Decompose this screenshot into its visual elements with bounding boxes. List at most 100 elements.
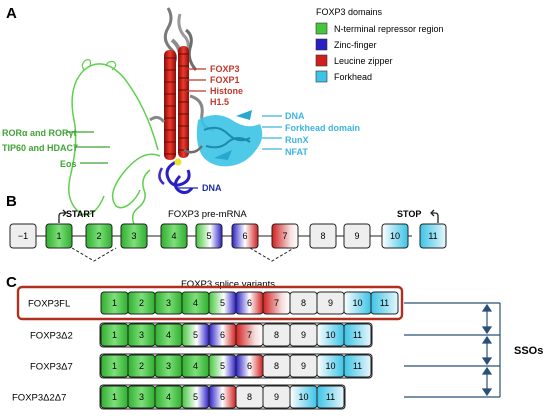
variant-name: FOXP3FL (28, 299, 70, 310)
legend-swatch-forkhead (315, 70, 328, 83)
variant-exon-11-label: 11 (326, 392, 335, 402)
mrna-exon-1-label: 1 (56, 231, 61, 241)
legend-label-zinc-finger: Zinc-finger (334, 40, 377, 50)
variant-exon-6-label: 6 (220, 330, 225, 340)
variant-exon-7: 7 (262, 291, 291, 315)
mrna-exon-11-label: 11 (428, 231, 437, 241)
variant-exon-1: 1 (100, 291, 129, 315)
variant-exon-4-label: 4 (166, 392, 171, 402)
variant-exon-4: 4 (154, 385, 183, 409)
variant-exon-5-label: 5 (193, 330, 198, 340)
variant-exon-11: 11 (343, 323, 372, 347)
variant-exon-1-label: 1 (112, 392, 117, 402)
variant-exon-4-label: 4 (166, 330, 171, 340)
variant-exon-8-label: 8 (274, 330, 279, 340)
variant-exon-9-label: 9 (301, 330, 306, 340)
label-runx: RunX (285, 135, 309, 145)
variant-exon-1-label: 1 (112, 361, 117, 371)
start-label: START (66, 209, 96, 219)
sso-label: SSOs (514, 345, 543, 357)
variant-exon-3-label: 3 (139, 392, 144, 402)
variant-exon-8: 8 (262, 354, 291, 378)
variant-name: FOXP3Δ7 (30, 362, 73, 373)
variant-exon-7-label: 7 (247, 330, 252, 340)
mrna-exon-4: 4 (160, 223, 188, 249)
label-dna-cyan: DNA (285, 111, 305, 121)
variant-exon-6: 6 (208, 323, 237, 347)
variant-exon-9-label: 9 (274, 392, 279, 402)
variant-exon-8: 8 (289, 291, 318, 315)
variant-exon-11: 11 (343, 354, 372, 378)
legend-label-n-terminal: N-terminal repressor region (334, 24, 444, 34)
mrna-exon-8: 8 (309, 223, 337, 249)
variant-exon-2-label: 2 (139, 298, 144, 308)
mrna-exon-5-label: 5 (206, 231, 211, 241)
variant-exon-5: 5 (181, 385, 210, 409)
label-h15: H1.5 (210, 97, 229, 107)
variant-exon-9: 9 (262, 385, 291, 409)
mrna-exon-5: 5 (195, 223, 223, 249)
legend-label-leucine-zipper: Leucine zipper (334, 56, 393, 66)
variant-exon-6-label: 6 (220, 392, 225, 402)
variant-exon-3: 3 (127, 385, 156, 409)
red-interaction-labels: FOXP3 FOXP1 Histone H1.5 (186, 64, 243, 107)
legend-swatch-zinc-finger (315, 38, 328, 51)
label-tip60: TIP60 and HDAC7 (2, 143, 78, 153)
panel-label-b: B (6, 193, 17, 210)
mrna-exon-minus1-label: −1 (18, 231, 28, 241)
mrna-title: FOXP3 pre-mRNA (168, 209, 247, 220)
variant-exon-5-label: 5 (193, 392, 198, 402)
n-terminal-coil (68, 59, 161, 225)
mrna-exon-9: 9 (343, 223, 371, 249)
protein-structure (68, 7, 263, 225)
splice-junction-exon2 (71, 247, 117, 262)
variant-exon-7-label: 7 (274, 298, 279, 308)
variant-exon-11-label: 11 (380, 298, 389, 308)
variant-name: FOXP3Δ2 (30, 331, 73, 342)
variant-exon-1-label: 1 (112, 330, 117, 340)
variant-exon-8: 8 (235, 385, 264, 409)
sso-connectors: SSOs (404, 302, 543, 398)
variant-exon-9-label: 9 (301, 361, 306, 371)
variant-exon-6-label: 6 (247, 298, 252, 308)
variant-exon-9: 9 (289, 354, 318, 378)
label-forkhead-domain: Forkhead domain (285, 123, 360, 133)
variant-exon-8-label: 8 (301, 298, 306, 308)
variant-exon-4-label: 4 (193, 298, 198, 308)
variant-exon-6: 6 (235, 354, 264, 378)
variant-exon-10-label: 10 (325, 361, 335, 371)
variant-exon-4: 4 (181, 354, 210, 378)
variant-exon-9: 9 (289, 323, 318, 347)
variant-exon-10-label: 10 (298, 392, 308, 402)
variant-exon-3-label: 3 (139, 330, 144, 340)
variant-exon-1: 1 (100, 385, 129, 409)
splice-junction-exon7 (249, 247, 295, 262)
variant-name: FOXP3Δ2Δ7 (12, 393, 66, 404)
variant-exon-10: 10 (343, 291, 372, 315)
variant-exon-8-label: 8 (274, 361, 279, 371)
mrna-exon-7: 7 (271, 223, 299, 249)
mrna-exon-2: 2 (85, 223, 113, 249)
zinc-finger (158, 158, 194, 195)
variant-exon-10-label: 10 (352, 298, 362, 308)
mrna-exon-minus1: −1 (9, 223, 37, 249)
variant-exon-11-label: 11 (353, 330, 362, 340)
panel-label-c: C (6, 274, 17, 291)
panel-label-a: A (6, 5, 17, 22)
variant-exon-6: 6 (235, 291, 264, 315)
label-eos: Eos (60, 159, 77, 169)
legend-swatch-n-terminal (315, 22, 328, 35)
variant-exon-1-label: 1 (112, 298, 117, 308)
variant-exon-5-label: 5 (220, 298, 225, 308)
variant-exon-8-label: 8 (247, 392, 252, 402)
mrna-exon-7-label: 7 (282, 231, 287, 241)
mrna-exon-10-label: 10 (390, 231, 400, 241)
variant-exon-6-label: 6 (247, 361, 252, 371)
variant-exon-4: 4 (181, 291, 210, 315)
legend-title: FOXP3 domains (316, 7, 383, 17)
label-foxp3: FOXP3 (210, 64, 240, 74)
